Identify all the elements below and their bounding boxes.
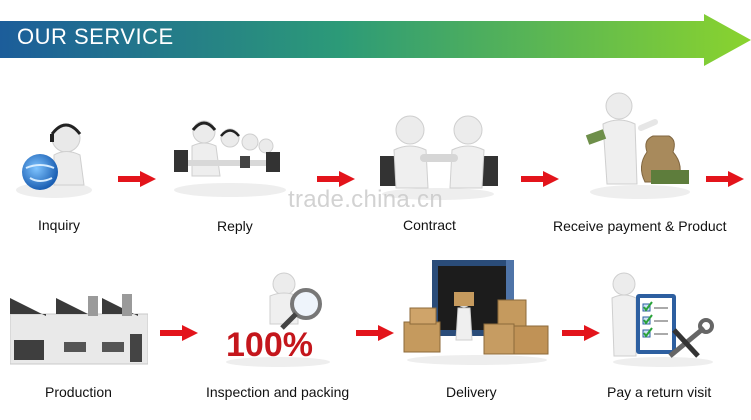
step-inquiry [14,110,104,200]
step-label-inspection: Inspection and packing [206,384,350,400]
money-bag-person-icon [585,92,690,199]
arrow-right-icon [317,171,355,187]
checklist-wrench-person-icon [611,272,714,367]
step-delivery [402,256,552,366]
factory-icon [10,294,148,365]
handshake-icon [380,115,498,200]
step-label-delivery: Delivery [446,384,497,400]
container-boxes-icon [403,260,549,365]
step-label-production: Production [45,384,112,400]
banner-title: OUR SERVICE [17,24,174,49]
step-label-return-visit: Pay a return visit [607,384,712,400]
step-return-visit [608,272,718,368]
headset-globe-person-icon [16,123,92,198]
arrow-right-icon [706,171,744,187]
step-contract [376,112,501,202]
arrow-right-icon [118,171,156,187]
arrow-right-icon [521,171,559,187]
banner-arrow-shape [0,14,751,66]
arrow-right-icon [160,325,198,341]
step-label-receive-payment: Receive payment & Product [553,218,727,234]
step-label-contract: Contract [403,217,456,233]
watermark: trade.china.cn [288,186,443,213]
step-reply [170,110,290,200]
step-production [10,290,148,366]
magnifier-100-percent-icon: 100% [226,272,330,367]
step-inspection: 100% [222,272,334,368]
service-banner: OUR SERVICE [0,0,751,66]
svg-text:100%: 100% [226,326,313,364]
arrow-right-icon [356,325,394,341]
step-receive-payment [585,92,695,202]
arrow-right-icon [562,325,600,341]
step-label-reply: Reply [217,218,253,234]
step-label-inquiry: Inquiry [38,217,81,233]
call-center-desks-icon [174,120,286,197]
